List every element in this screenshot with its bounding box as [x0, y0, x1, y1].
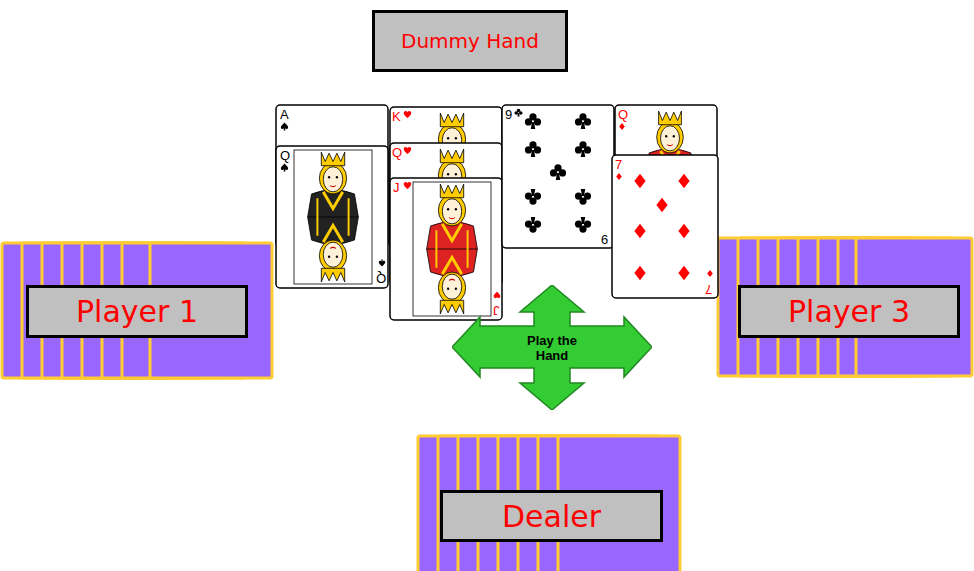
club-pip	[575, 141, 591, 157]
diamond-pip	[656, 198, 667, 212]
club-pip	[525, 113, 541, 129]
diamond-pip	[634, 266, 645, 280]
club-pip	[575, 217, 591, 233]
player-label-box: Player 3	[738, 285, 960, 338]
diamonds-column	[612, 105, 718, 298]
club-pip	[575, 189, 591, 205]
card-index: 9	[601, 233, 608, 246]
suit-symbol	[494, 292, 501, 298]
playing-card	[276, 146, 388, 288]
queen-figure	[308, 217, 359, 282]
suit-symbol	[379, 259, 386, 266]
card-index: Q	[376, 272, 386, 285]
four-way-arrow: Play the Hand	[452, 285, 652, 410]
box-label: Dealer	[502, 500, 601, 533]
face-frame	[413, 182, 491, 316]
hand-label-box: Dummy Hand	[372, 10, 568, 72]
card-index: Q	[392, 146, 402, 159]
club-pip	[525, 189, 541, 205]
card-index: A	[280, 108, 289, 121]
card-index: 9	[505, 108, 512, 121]
clubs-column	[502, 105, 614, 248]
card-index: J	[493, 304, 500, 317]
card-index: Q	[280, 149, 290, 162]
suit-symbol	[404, 147, 411, 154]
diamond-pip	[678, 174, 689, 188]
hearts-column	[390, 107, 502, 320]
card-index: 7	[615, 158, 622, 171]
club-pip	[550, 164, 566, 180]
arrow-caption: Play the Hand	[517, 333, 587, 363]
club-pip	[525, 141, 541, 157]
club-pip	[575, 113, 591, 129]
player1-card-backs	[2, 243, 272, 378]
playing-card	[390, 178, 502, 320]
diamond-pip	[678, 266, 689, 280]
player3-card-backs	[718, 238, 972, 376]
diamond-pip	[634, 224, 645, 238]
suit-symbol	[404, 182, 411, 189]
box-label: Dummy Hand	[401, 30, 539, 52]
queen-figure	[308, 152, 359, 217]
playing-card	[612, 155, 718, 298]
spades-column	[276, 105, 388, 288]
card-index: 7	[705, 283, 712, 296]
suit-symbol	[514, 109, 522, 117]
playing-card	[502, 105, 614, 248]
card-index: K	[392, 110, 401, 123]
jack-figure	[427, 249, 478, 314]
jack-figure	[427, 184, 478, 249]
card-index: Q	[618, 108, 628, 121]
suit-symbol	[281, 122, 288, 130]
diamond-pip	[678, 224, 689, 238]
suit-symbol	[707, 270, 713, 277]
suit-symbol	[619, 123, 625, 130]
box-label: Player 1	[76, 295, 198, 328]
card-index: J	[393, 181, 400, 194]
player-label-box: Player 1	[26, 285, 248, 338]
diamond-pip	[634, 174, 645, 188]
club-pip	[525, 217, 541, 233]
arrow-shape	[452, 285, 652, 410]
dealer-label-box: Dealer	[440, 490, 663, 542]
face-frame	[294, 150, 372, 284]
box-label: Player 3	[788, 295, 910, 328]
suit-symbol	[404, 111, 411, 118]
dealer-card-backs	[418, 436, 680, 571]
suit-symbol	[616, 173, 622, 180]
suit-symbol	[281, 163, 288, 171]
